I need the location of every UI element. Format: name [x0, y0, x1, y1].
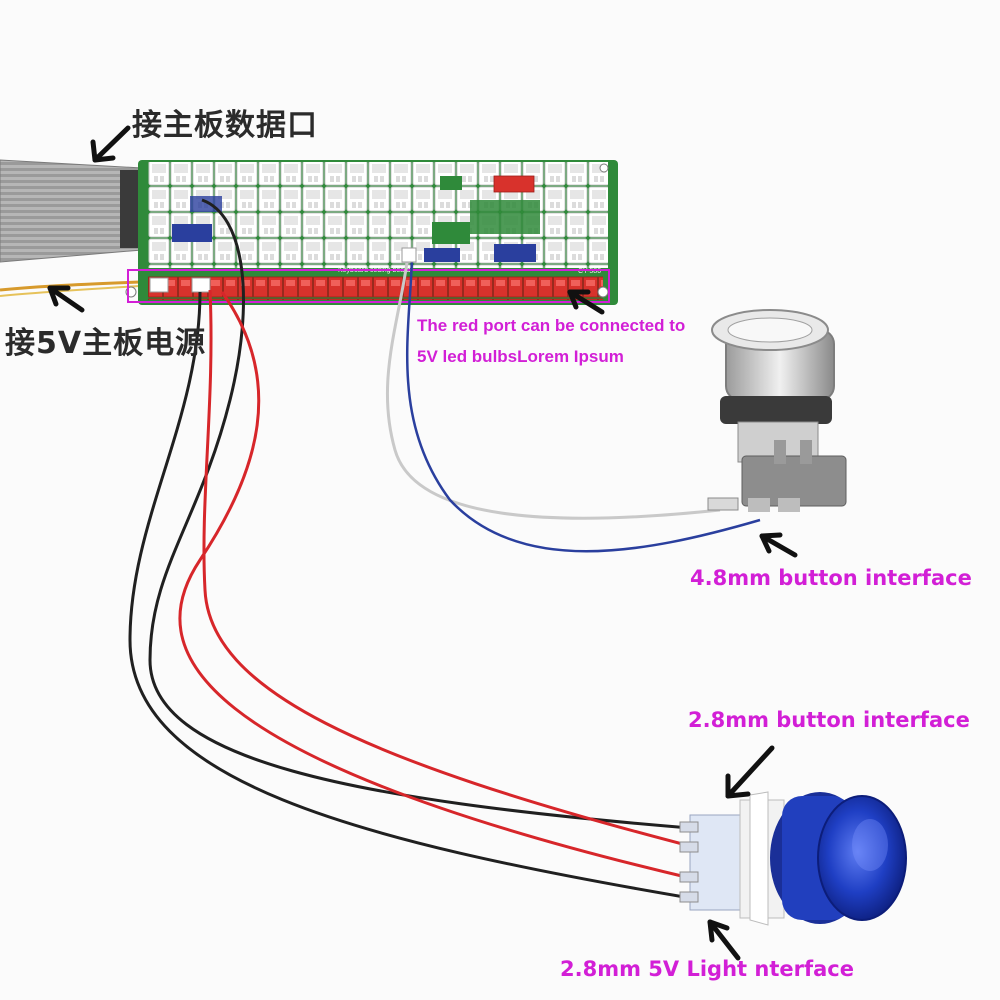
label-light-28mm: 2.8mm 5V Light nterface [560, 957, 854, 981]
label-button-48mm: 4.8mm button interface [690, 566, 972, 590]
arrow-icon [567, 289, 605, 315]
arrow-icon [707, 919, 741, 961]
arrow-icon [92, 125, 131, 163]
board-model: CY-580 [578, 268, 601, 275]
label-power: 接5V主板电源 [5, 326, 207, 361]
arrow-icon [759, 533, 798, 558]
label-red-port-line1: The red port can be connected to [417, 316, 686, 335]
clear-arcade-button [707, 309, 847, 512]
arrow-icon [47, 285, 85, 313]
blue-led-arcade-button [679, 791, 907, 926]
label-red-port-line2: 5V led bulbsLorem Ipsum [417, 347, 624, 366]
label-data-port: 接主板数据口 [132, 108, 318, 143]
arrow-icon [725, 745, 775, 799]
label-button-28mm: 2.8mm button interface [688, 708, 970, 732]
